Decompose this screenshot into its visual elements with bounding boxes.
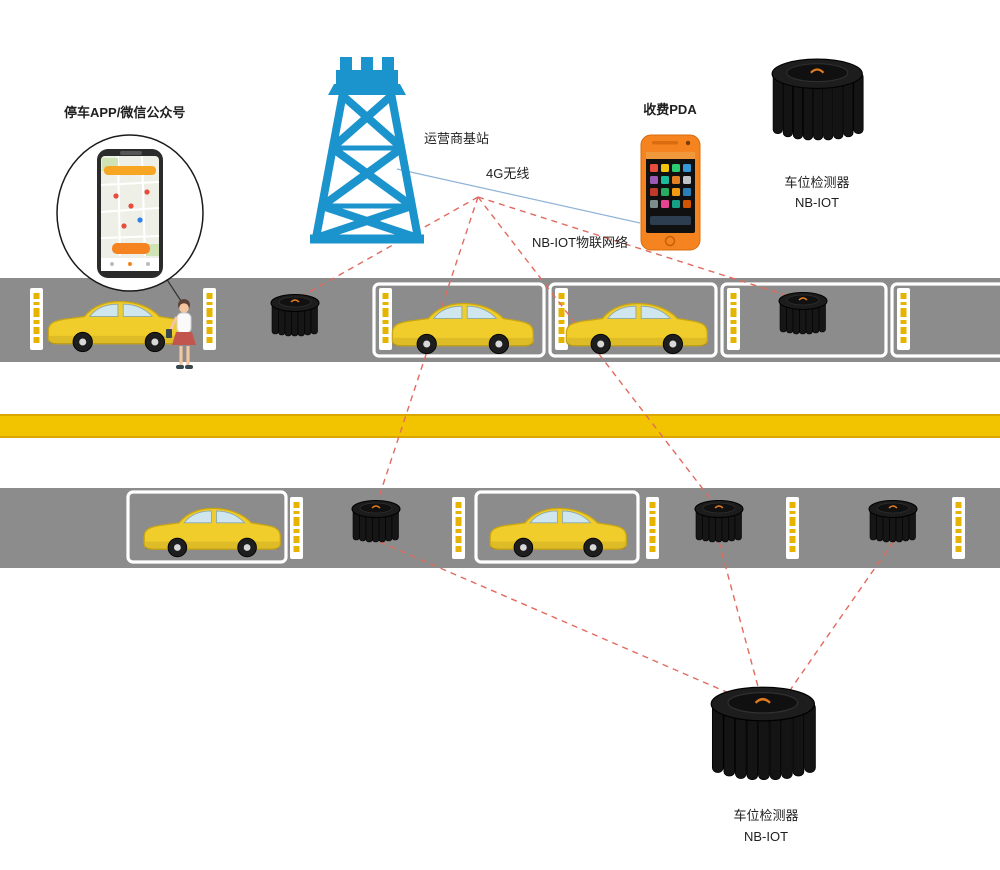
detector-bottom-label-line1: 车位检测器 bbox=[733, 808, 798, 823]
pedestrian-shoe bbox=[176, 365, 184, 369]
4g-link-line bbox=[396, 168, 641, 224]
pda-speaker bbox=[652, 141, 678, 145]
parking-bay bbox=[890, 282, 1000, 358]
nbiot-link-line bbox=[785, 541, 894, 697]
pda-dock-bar bbox=[650, 216, 691, 225]
bay-marker-strip bbox=[203, 288, 216, 350]
app-tab-dot bbox=[146, 262, 150, 266]
nbiot-detector-device bbox=[710, 686, 817, 781]
bay-marker-strip bbox=[290, 497, 303, 559]
nbiot-link-line bbox=[379, 541, 746, 701]
detector-top-label-line2: NB-IOT bbox=[795, 195, 839, 210]
parking-sensor bbox=[694, 499, 744, 543]
parking-sensor bbox=[868, 499, 918, 543]
pda-home-button bbox=[664, 235, 676, 247]
pedestrian-shoe bbox=[185, 365, 193, 369]
nbiot-link-line bbox=[294, 196, 479, 301]
pedestrian-phone bbox=[166, 329, 172, 338]
pedestrian-shirt bbox=[176, 312, 192, 334]
app-action-button bbox=[112, 243, 150, 254]
parking-bay bbox=[126, 490, 288, 564]
map-location-dot bbox=[137, 217, 143, 223]
nbiot-detector-device bbox=[770, 57, 865, 141]
app-tab-dot bbox=[128, 262, 132, 266]
lane-divider-edge-top bbox=[0, 414, 1000, 416]
parking-app-phone bbox=[56, 134, 204, 292]
tower-label: 运营商基站 bbox=[424, 131, 489, 146]
app-label: 停车APP/微信公众号 bbox=[64, 105, 185, 120]
pda-app-icons bbox=[650, 164, 691, 208]
parking-sensor bbox=[351, 499, 401, 543]
bay-marker-strip bbox=[452, 497, 465, 559]
bay-marker-strip bbox=[727, 288, 740, 350]
nbiot-link-line bbox=[477, 196, 802, 301]
map-search-bar bbox=[104, 166, 156, 175]
map-pin bbox=[128, 203, 134, 209]
pedestrian bbox=[166, 299, 196, 369]
pda-camera bbox=[685, 140, 691, 146]
parking-bay bbox=[474, 490, 640, 564]
detector-top-label-line1: 车位检测器 bbox=[784, 175, 849, 190]
parking-bay bbox=[372, 282, 546, 358]
nbiot-network-label: NB-IOT物联网络 bbox=[532, 235, 628, 250]
lane-divider-edge-bottom bbox=[0, 436, 1000, 438]
parking-bay bbox=[720, 282, 888, 358]
pda-label: 收费PDA bbox=[643, 102, 697, 117]
lane-divider bbox=[0, 414, 1000, 438]
pedestrian-face bbox=[179, 303, 189, 313]
bay-marker-strip bbox=[952, 497, 965, 559]
bay-marker-strip bbox=[897, 288, 910, 350]
app-tab-dot bbox=[110, 262, 114, 266]
map-pin bbox=[121, 223, 127, 229]
parking-sensor bbox=[270, 293, 320, 337]
cell-tower bbox=[310, 57, 424, 244]
map-pin bbox=[113, 193, 119, 199]
payment-pda bbox=[640, 134, 701, 251]
parking-sensor bbox=[778, 291, 828, 335]
phone-notch bbox=[120, 151, 142, 155]
parking-bay bbox=[548, 282, 718, 358]
bay-marker-strip bbox=[379, 288, 392, 350]
wireless-4g-label: 4G无线 bbox=[486, 166, 529, 181]
map-pin bbox=[144, 189, 150, 195]
bay-marker-strip bbox=[30, 288, 43, 350]
pedestrian-skirt bbox=[172, 332, 196, 345]
nbiot-link-line bbox=[718, 541, 761, 695]
bay-marker-strip bbox=[646, 497, 659, 559]
pda-statusbar bbox=[646, 152, 695, 159]
bay-marker-strip bbox=[786, 497, 799, 559]
pedestrian-arm bbox=[168, 316, 178, 333]
detector-bottom-label-line2: NB-IOT bbox=[744, 829, 788, 844]
pda-screen bbox=[646, 152, 695, 233]
